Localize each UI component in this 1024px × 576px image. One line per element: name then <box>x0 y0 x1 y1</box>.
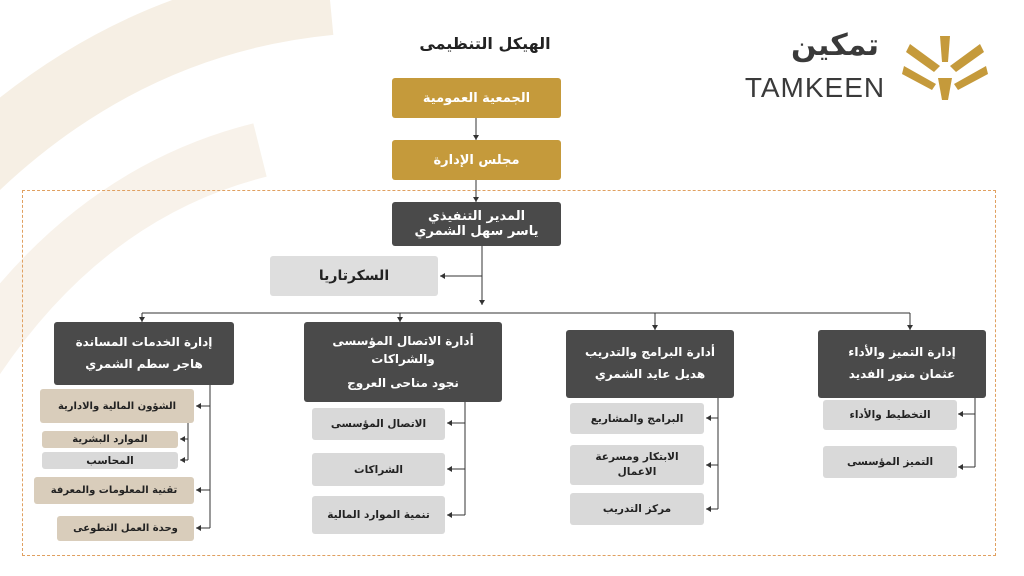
unit-planning-performance[interactable]: التخطيط والأداء <box>823 400 957 430</box>
ceo-box[interactable]: المدير التنفيذي ياسر سهل الشمري <box>392 202 561 246</box>
department-communication-box[interactable]: أدارة الاتصال المؤسسى والشراكات نجود منا… <box>304 322 502 402</box>
ceo-title: المدير التنفيذي <box>427 209 526 224</box>
page-title: الهيكل التنظيمى <box>419 34 551 53</box>
department-head: هديل عايد الشمري <box>594 367 706 381</box>
unit-finance-administration[interactable]: الشؤون المالية والادارية <box>40 389 194 423</box>
department-head: نجود مناحى العروج <box>347 376 459 390</box>
unit-training-center[interactable]: مركز التدريب <box>570 493 704 525</box>
department-head: عثمان منور الفديد <box>848 367 956 381</box>
board-box[interactable]: مجلس الإدارة <box>392 140 561 180</box>
department-head: هاجر سطم الشمري <box>85 356 203 371</box>
unit-human-resources[interactable]: الموارد البشرية <box>42 431 178 448</box>
secretary-box[interactable]: السكرتاريا <box>270 256 438 296</box>
unit-programs-projects[interactable]: البرامج والمشاريع <box>570 403 704 434</box>
general-assembly-box[interactable]: الجمعية العمومية <box>392 78 561 118</box>
unit-corporate-communication[interactable]: الاتصال المؤسسى <box>312 408 445 440</box>
logo-arabic-text: تمكين <box>790 28 880 63</box>
department-programs-box[interactable]: أدارة البرامج والتدريب هديل عايد الشمري <box>566 330 734 398</box>
unit-volunteer-work[interactable]: وحدة العمل التطوعى <box>57 516 194 541</box>
unit-partnerships[interactable]: الشراكات <box>312 453 445 486</box>
department-title: إدارة التميز والأداء <box>848 345 956 360</box>
department-support-services-box[interactable]: إدارة الخدمات المساندة هاجر سطم الشمري <box>54 322 234 385</box>
department-title: أدارة البرامج والتدريب <box>585 345 715 360</box>
department-title: إدارة الخدمات المساندة <box>75 334 213 349</box>
logo-latin-text: TAMKEEN <box>744 72 886 103</box>
unit-institutional-excellence[interactable]: التميز المؤسسى <box>823 446 957 478</box>
executive-area-frame <box>22 190 996 556</box>
department-excellence-box[interactable]: إدارة التميز والأداء عثمان منور الفديد <box>818 330 986 398</box>
unit-financial-resources-development[interactable]: تنمية الموارد المالية <box>312 496 445 534</box>
logo-emblem-icon <box>902 36 988 100</box>
tamkeen-logo: تمكين TAMKEEN <box>740 28 1005 108</box>
unit-it-knowledge[interactable]: تقنية المعلومات والمعرفة <box>34 477 194 504</box>
department-title: أدارة الاتصال المؤسسى والشراكات <box>332 334 474 366</box>
unit-innovation-accelerator[interactable]: الابتكار ومسرعة الاعمال <box>570 445 704 485</box>
unit-accountant[interactable]: المحاسب <box>42 452 178 469</box>
ceo-name: ياسر سهل الشمري <box>414 224 539 239</box>
